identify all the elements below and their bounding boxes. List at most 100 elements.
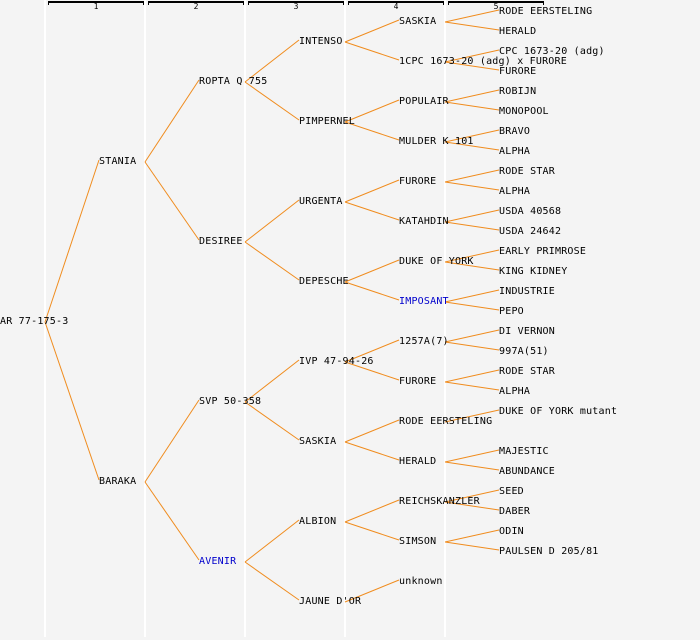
connector-line [444, 61, 500, 71]
connector-line [444, 221, 500, 231]
ancestor-node: SEED [499, 486, 524, 497]
generation-label-4: 4 [393, 2, 399, 11]
connector-line [444, 409, 500, 423]
ancestor-node: RODE STAR [499, 366, 555, 377]
ancestor-node: SIMSON [399, 536, 437, 547]
connector-line [144, 399, 200, 483]
connector-line [444, 341, 500, 351]
connector-line [444, 89, 500, 103]
connector-line [344, 121, 400, 141]
ancestor-node: ROPTA Q 755 [199, 76, 268, 87]
ancestor-node: MULDER K 101 [399, 136, 474, 147]
connector-line [244, 519, 300, 563]
generation-label-5: 5 [493, 2, 499, 11]
generation-bracket-1 [48, 1, 144, 5]
connector-line [44, 159, 100, 323]
ancestor-node: ROBIJN [499, 86, 537, 97]
ancestor-node[interactable]: AVENIR [199, 556, 237, 567]
ancestor-node: PIMPERNEL [299, 116, 355, 127]
connector-line [444, 301, 500, 311]
ancestor-node: ALPHA [499, 186, 531, 197]
connector-line [444, 169, 500, 183]
connector-line [344, 99, 400, 123]
connector-line [444, 501, 500, 511]
ancestor-node: SVP 50-358 [199, 396, 262, 407]
ancestor-node: BARAKA [99, 476, 137, 487]
ancestor-node: POPULAIR [399, 96, 449, 107]
ancestor-node: RODE EERSTELING [499, 6, 593, 17]
ancestor-node: STANIA [99, 156, 137, 167]
connector-line [444, 449, 500, 463]
connector-line [444, 129, 500, 143]
ancestor-node: unknown [399, 576, 443, 587]
connector-line [44, 321, 100, 481]
ancestor-node[interactable]: IMPOSANT [399, 296, 449, 307]
ancestor-node: MAJESTIC [499, 446, 549, 457]
connector-line [344, 521, 400, 541]
ancestor-node: URGENTA [299, 196, 343, 207]
connector-line [244, 561, 300, 601]
ancestor-node: USDA 40568 [499, 206, 562, 217]
ancestor-node: JAUNE D'OR [299, 596, 362, 607]
subject-name: AR 77-175-3 [0, 316, 69, 327]
ancestor-node: 997A(51) [499, 346, 549, 357]
ancestor-node: MONOPOOL [499, 106, 549, 117]
generation-bracket-2 [148, 1, 244, 5]
connector-line [244, 241, 300, 281]
connector-line [344, 19, 400, 43]
ancestor-node: DUKE OF YORK mutant [499, 406, 618, 417]
ancestor-node: BRAVO [499, 126, 531, 137]
ancestor-node: RODE STAR [499, 166, 555, 177]
connector-line [444, 461, 500, 471]
ancestor-node: USDA 24642 [499, 226, 562, 237]
ancestor-node: EARLY PRIMROSE [499, 246, 587, 257]
connector-line [244, 39, 300, 83]
generation-bracket-5 [448, 1, 544, 5]
ancestor-node: DABER [499, 506, 531, 517]
column-separator [144, 0, 146, 637]
connector-line [444, 369, 500, 383]
ancestor-node: ODIN [499, 526, 524, 537]
connector-line [344, 259, 400, 283]
connector-line [444, 9, 500, 23]
connector-line [244, 81, 300, 121]
ancestor-node: HERALD [499, 26, 537, 37]
connector-line [244, 359, 300, 403]
ancestor-node: 1CPC 1673-20 (adg) x FURORE [399, 56, 567, 67]
connector-line [444, 49, 500, 63]
ancestor-node: FURORE [399, 176, 437, 187]
connector-line [444, 529, 500, 543]
connector-line [344, 361, 400, 381]
ancestor-node: IVP 47-94-26 [299, 356, 374, 367]
connector-line [144, 161, 200, 241]
connector-line [344, 419, 400, 443]
ancestor-node: DESIREE [199, 236, 243, 247]
column-separator [44, 0, 46, 637]
column-separator [244, 0, 246, 637]
ancestor-node: REICHSKANZLER [399, 496, 480, 507]
ancestor-node: KING KIDNEY [499, 266, 568, 277]
ancestor-node: HERALD [399, 456, 437, 467]
generation-bracket-4 [348, 1, 444, 5]
ancestor-node: INTENSO [299, 36, 343, 47]
ancestor-node: CPC 1673-20 (adg) [499, 46, 605, 57]
connector-line [444, 101, 500, 111]
ancestor-node: DEPESCHE [299, 276, 349, 287]
connector-line [444, 141, 500, 151]
ancestor-node: DUKE OF YORK [399, 256, 474, 267]
ancestor-node: PEPO [499, 306, 524, 317]
connector-line [444, 181, 500, 191]
ancestor-node: DI VERNON [499, 326, 555, 337]
connector-line [444, 489, 500, 503]
generation-label-2: 2 [193, 2, 199, 11]
ancestor-node: SASKIA [399, 16, 437, 27]
connector-line [344, 579, 400, 603]
column-separator [444, 0, 446, 637]
ancestor-node: FURORE [399, 376, 437, 387]
ancestor-node: FURORE [499, 66, 537, 77]
connector-line [444, 541, 500, 551]
ancestor-node: ALBION [299, 516, 337, 527]
connector-line [444, 21, 500, 31]
connector-line [444, 209, 500, 223]
